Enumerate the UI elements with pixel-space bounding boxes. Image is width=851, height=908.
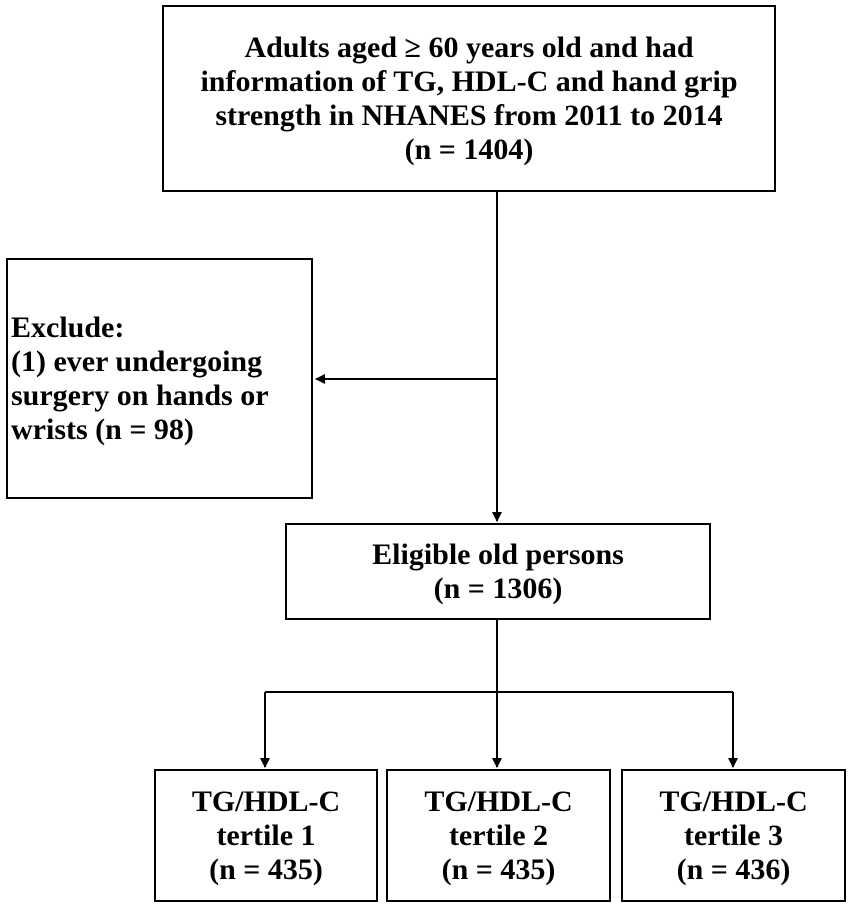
- exclude-box-line-3: surgery on hands or: [11, 378, 269, 412]
- tertile-1-line-3: (n = 435): [209, 852, 323, 886]
- eligible-box-line-1: Eligible old persons: [372, 537, 624, 571]
- tertile-2-line-3: (n = 435): [441, 852, 556, 886]
- tertile-1-line-2: tertile 1: [216, 818, 316, 852]
- top-box-line-1: Adults aged ≥ 60 years old and had: [244, 30, 694, 64]
- tertile-2-box: TG/HDL-C tertile 2 (n = 435): [386, 769, 611, 902]
- top-box-line-4: (n = 1404): [404, 132, 534, 166]
- tertile-1-line-1: TG/HDL-C: [191, 784, 341, 818]
- tertile-3-box: TG/HDL-C tertile 3 (n = 436): [621, 769, 846, 902]
- tertile-3-line-1: TG/HDL-C: [659, 784, 808, 818]
- eligible-box-line-2: (n = 1306): [433, 571, 563, 605]
- tertile-3-line-2: tertile 3: [683, 818, 784, 852]
- eligible-box: Eligible old persons (n = 1306): [285, 523, 711, 620]
- exclude-box-line-4: wrists (n = 98): [11, 412, 194, 446]
- tertile-1-box: TG/HDL-C tertile 1 (n = 435): [154, 769, 378, 902]
- tertile-2-line-2: tertile 2: [448, 818, 549, 852]
- top-box-line-3: strength in NHANES from 2011 to 2014: [215, 98, 723, 132]
- top-box-line-2: information of TG, HDL-C and hand grip: [200, 64, 738, 98]
- tertile-3-line-3: (n = 436): [676, 852, 791, 886]
- top-box: Adults aged ≥ 60 years old and had infor…: [162, 5, 776, 192]
- exclude-box: Exclude: (1) ever undergoing surgery on …: [6, 258, 313, 499]
- exclude-box-line-1: Exclude:: [11, 310, 125, 344]
- exclude-box-line-2: (1) ever undergoing: [11, 344, 263, 378]
- tertile-2-line-1: TG/HDL-C: [424, 784, 573, 818]
